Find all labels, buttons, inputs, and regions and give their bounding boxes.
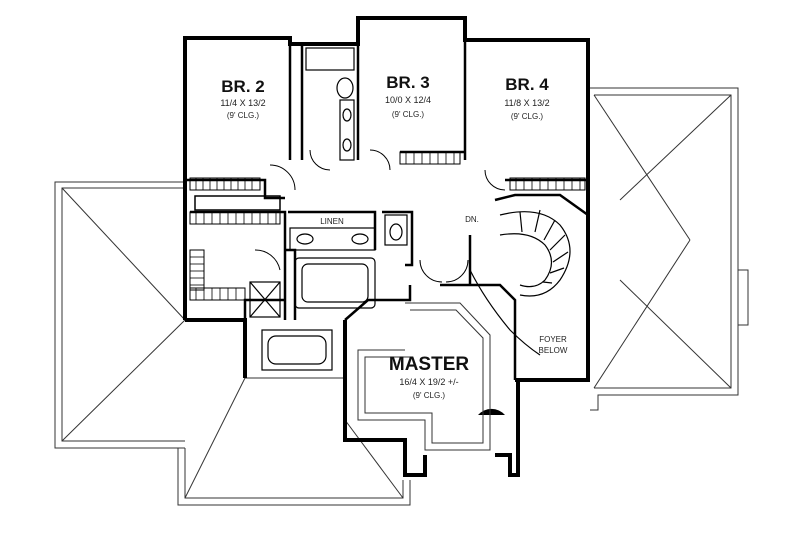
roof-right [588, 87, 749, 411]
linen-label: LINEN [320, 217, 344, 226]
down-label: DN. [465, 215, 479, 224]
master-dims: 16/4 X 19/2 +/- [399, 377, 458, 387]
staircase [469, 209, 571, 356]
br4-ceiling: (9' CLG.) [511, 112, 544, 121]
door-swings [254, 149, 506, 283]
roof-left [54, 181, 186, 449]
br2-ceiling: (9' CLG.) [227, 111, 260, 120]
bath-fixtures [249, 47, 408, 371]
master-tray-ceiling [357, 302, 491, 451]
roof-bottom [177, 377, 411, 506]
exterior-walls [183, 16, 590, 477]
br4-name: BR. 4 [505, 75, 549, 94]
br3-dims: 10/0 X 12/4 [385, 95, 431, 105]
br4-dims: 11/8 X 13/2 [504, 98, 549, 108]
foyer-label-line2: BELOW [539, 346, 568, 355]
closets [189, 151, 586, 301]
br3-name: BR. 3 [386, 73, 429, 92]
master-ceiling: (9' CLG.) [413, 391, 446, 400]
master-name: MASTER [389, 354, 470, 375]
foyer-label-line1: FOYER [539, 335, 567, 344]
br3-ceiling: (9' CLG.) [392, 110, 425, 119]
master-door-swing [478, 408, 505, 415]
br2-dims: 11/4 X 13/2 [220, 98, 265, 108]
br2-name: BR. 2 [221, 77, 264, 96]
